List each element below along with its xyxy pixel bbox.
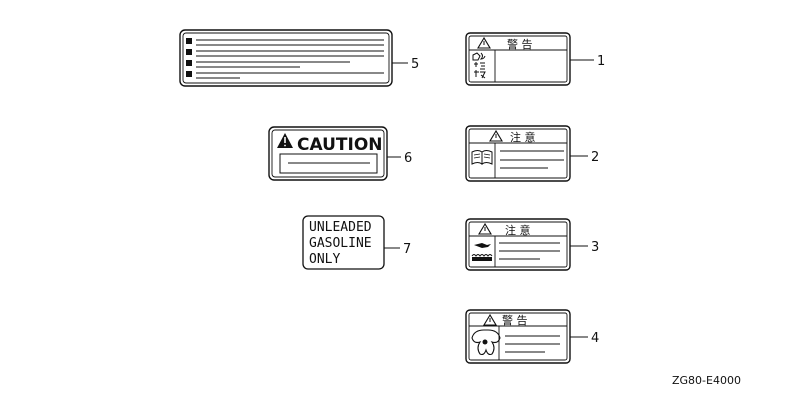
label-4: 警 告 (465, 309, 571, 364)
label-5 (179, 29, 393, 87)
warning-triangle-icon (483, 313, 497, 326)
callout-4: 4 (570, 331, 599, 346)
label-7: UNLEADED GASOLINE ONLY (302, 215, 385, 270)
callout-number: 2 (591, 150, 599, 165)
caution-title: 注 意 (505, 223, 531, 237)
label-1: 警 告 (465, 32, 571, 86)
manual-book-icon (471, 150, 493, 165)
callout-3: 3 (570, 240, 599, 255)
figure-code: ZG80-E4000 (672, 374, 741, 387)
warning-triangle-icon (477, 36, 491, 49)
label-3: 注 意 (465, 218, 571, 271)
fuel-text-line-3: ONLY (309, 252, 340, 267)
callout-5: 5 (392, 57, 419, 72)
callout-7: 7 (384, 242, 411, 257)
warning-triangle-icon (489, 129, 503, 142)
callout-number: 7 (403, 242, 411, 257)
callout-number: 4 (591, 331, 599, 346)
callout-2: 2 (570, 150, 599, 165)
callout-number: 3 (591, 240, 599, 255)
bullet-square (186, 38, 192, 44)
label-2: 注 意 (465, 125, 571, 182)
warning-title: 警 告 (507, 37, 533, 51)
warning-title: 警 告 (502, 313, 528, 327)
callout-6: 6 (387, 151, 412, 166)
hot-surface-hand-icon (471, 243, 493, 261)
callout-number: 1 (597, 54, 605, 69)
hazard-symbol-icon (471, 329, 501, 356)
bullet-square (186, 49, 192, 55)
fuel-text-line-1: UNLEADED (309, 220, 372, 235)
no-fire-icon (472, 52, 486, 79)
bullet-square (186, 60, 192, 66)
caution-title: 注 意 (510, 130, 536, 144)
callout-number: 5 (411, 57, 419, 72)
warning-triangle-icon (478, 222, 492, 235)
caution-text: CAUTION (297, 135, 383, 155)
callout-1: 1 (570, 54, 605, 69)
bullet-square (186, 71, 192, 77)
label-6: CAUTION (268, 126, 388, 181)
callout-number: 6 (404, 151, 412, 166)
fuel-text-line-2: GASOLINE (309, 236, 372, 251)
